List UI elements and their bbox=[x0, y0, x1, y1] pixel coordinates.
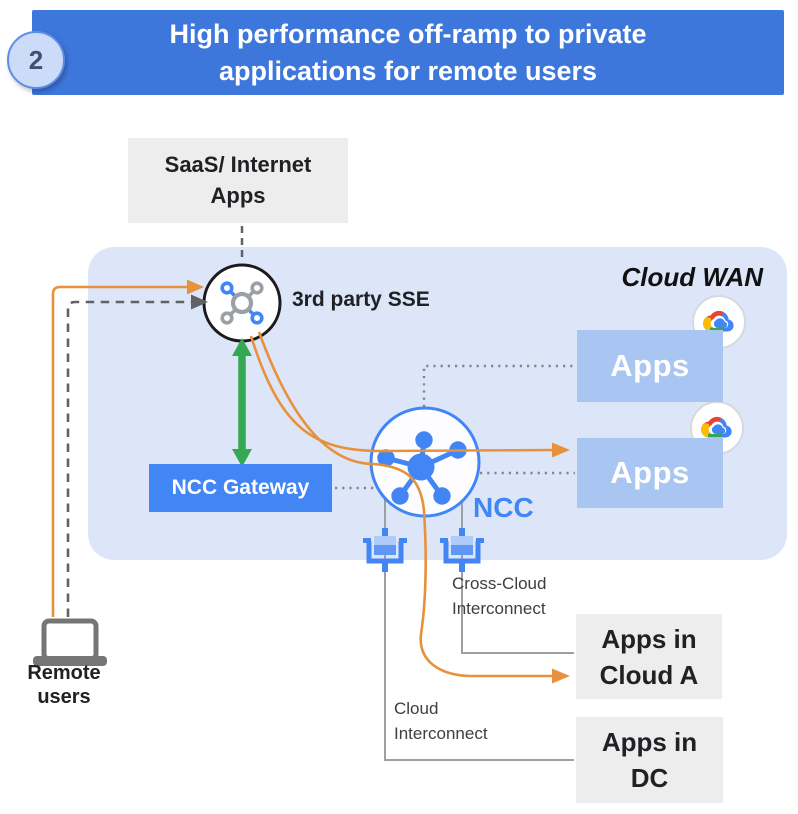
cloud-a-line-2: Cloud A bbox=[599, 660, 699, 690]
cross-cloud-interconnect-label: Cross-Cloud Interconnect bbox=[452, 571, 546, 621]
wire-to-apps-dc bbox=[384, 499, 574, 761]
ncc-label: NCC bbox=[473, 492, 534, 523]
title-banner: High performance off-ramp to private app… bbox=[32, 10, 784, 95]
dc-line-2: DC bbox=[630, 763, 669, 793]
saas-internet-apps-box: SaaS/ Internet Apps bbox=[128, 138, 348, 223]
ncc-gateway-box: NCC Gateway bbox=[149, 464, 332, 512]
cloud-interconnect-icon bbox=[363, 528, 407, 572]
sse-label: 3rd party SSE bbox=[292, 288, 430, 311]
cross-cloud-line-2: Interconnect bbox=[452, 599, 546, 618]
cross-cloud-interconnect-icon bbox=[440, 528, 484, 572]
remote-users-label: Remote users bbox=[8, 661, 120, 709]
apps-in-cloud-a-box: Apps in Cloud A bbox=[576, 614, 722, 699]
apps-box-1: Apps bbox=[577, 330, 723, 402]
ncc-node bbox=[369, 406, 481, 518]
orange-sse-to-cloud-a bbox=[257, 331, 553, 678]
apps-in-dc-box: Apps in DC bbox=[576, 717, 723, 803]
remote-line-2: users bbox=[37, 686, 91, 708]
cloud-interconnect-line-2: Interconnect bbox=[394, 724, 488, 743]
green-double-arrow bbox=[232, 338, 252, 467]
apps-box-2: Apps bbox=[577, 438, 723, 508]
sse-node bbox=[202, 263, 282, 343]
dashed-remote-to-sse bbox=[66, 300, 192, 617]
orange-remote-to-sse bbox=[51, 285, 188, 617]
cross-cloud-line-1: Cross-Cloud bbox=[452, 574, 547, 593]
title-line-1: High performance off-ramp to private bbox=[169, 19, 647, 49]
cloud-a-line-1: Apps in bbox=[601, 624, 697, 654]
remote-line-1: Remote bbox=[27, 662, 101, 684]
cloud-interconnect-label: Cloud Interconnect bbox=[394, 696, 488, 746]
cloud-wan-label: Cloud WAN bbox=[621, 262, 763, 292]
dotted-connectors bbox=[335, 364, 575, 490]
hub-network-icon bbox=[220, 281, 264, 325]
orange-sse-to-apps2 bbox=[249, 335, 554, 453]
title-line-2: applications for remote users bbox=[218, 56, 598, 86]
saas-line-2: Apps bbox=[210, 183, 266, 208]
remote-user-flows bbox=[51, 279, 208, 617]
laptop-icon bbox=[33, 618, 107, 666]
step-badge: 2 bbox=[7, 31, 65, 89]
dc-line-1: Apps in bbox=[601, 727, 698, 757]
orange-flows bbox=[249, 331, 554, 678]
hub-spoke-icon bbox=[377, 431, 467, 505]
cloud-interconnect-line-1: Cloud bbox=[394, 699, 439, 718]
saas-line-1: SaaS/ Internet bbox=[164, 152, 312, 177]
